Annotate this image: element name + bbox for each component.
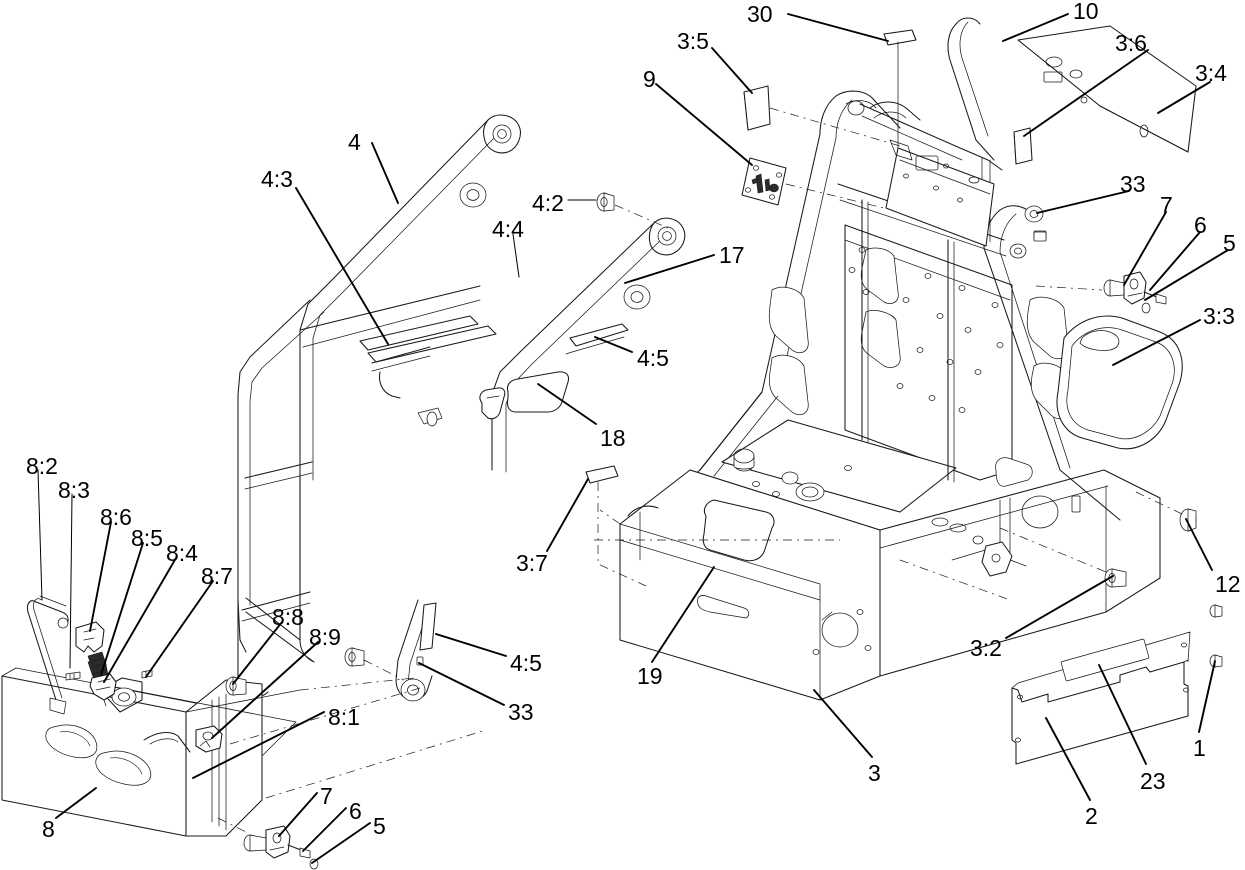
part-3-4-plate: [1017, 25, 1197, 153]
callout-8: 8: [42, 816, 55, 842]
part-8-8-bushing-b: [344, 647, 365, 667]
callout-8-8: 8:8: [272, 604, 304, 630]
callout-33-b: 33: [508, 699, 534, 725]
callout-19: 19: [637, 663, 663, 689]
console-panel: [885, 139, 995, 247]
callout-3-5: 3:5: [677, 28, 709, 54]
callout-23: 23: [1140, 768, 1166, 794]
callout-4: 4: [348, 129, 361, 155]
callout-5-b: 5: [373, 813, 386, 839]
part-4-2-bushing: [596, 192, 615, 212]
part-8-8-bushing-a: [225, 676, 247, 696]
part-6-washer-right: [1155, 293, 1167, 305]
arm-pin-detail: [371, 346, 443, 427]
part-19-panel: [702, 499, 775, 562]
loader-arm-assembly: [237, 114, 686, 702]
callout-8-7: 8:7: [201, 563, 233, 589]
main-frame-3: [585, 17, 1197, 701]
callout-3-6: 3:6: [1115, 30, 1147, 56]
part-8-6-bracket: [75, 621, 105, 653]
part-7-bracket-right: [1123, 271, 1147, 305]
callout-7-b: 7: [320, 783, 333, 809]
callout-5-a: 5: [1223, 230, 1236, 256]
part-8-9-clevis: [195, 725, 223, 753]
callout-4-5-b: 4:5: [510, 650, 542, 676]
part-1-screws: [1209, 604, 1223, 668]
callout-8-6: 8:6: [100, 504, 132, 530]
callout-4-5-a: 4:5: [637, 345, 669, 371]
part-7-bracket-left: [265, 825, 291, 859]
callout-7-a: 7: [1160, 192, 1173, 218]
callout-8-4: 8:4: [166, 540, 198, 566]
callout-4-2: 4:2: [532, 190, 564, 216]
part-23-opening: [1060, 638, 1150, 682]
callout-10: 10: [1073, 0, 1099, 24]
leader-lines: [37, 13, 1229, 864]
callout-4-4: 4:4: [492, 216, 524, 242]
callout-8-5: 8:5: [131, 525, 163, 551]
callout-6-a: 6: [1194, 212, 1207, 238]
callout-8-2: 8:2: [26, 453, 58, 479]
callout-9: 9: [643, 66, 656, 92]
callout-33-a: 33: [1120, 171, 1146, 197]
part-8-mount-plate: [1, 675, 187, 837]
callout-3-7: 3:7: [516, 550, 548, 576]
callout-6-b: 6: [349, 798, 362, 824]
mount-plate-assembly-8: [1, 595, 487, 870]
part-3-2-bushing: [1104, 568, 1127, 588]
part-4-5-pad-lower: [419, 602, 437, 651]
callout-8-1: 8:1: [328, 704, 360, 730]
callout-3-2: 3:2: [970, 635, 1002, 661]
part-9-decal: [741, 157, 787, 206]
part-4-5-pad-upper: [569, 323, 629, 347]
callout-4-3: 4:3: [261, 166, 293, 192]
callout-1: 1: [1193, 735, 1206, 761]
part-5-pin-left: [309, 858, 319, 870]
mount-lug-left: [99, 677, 143, 713]
part-30-tab: [883, 29, 917, 171]
right-chassis-rail: [879, 469, 1161, 677]
part-8-3-bolt: [65, 671, 81, 681]
part-10-handle: [947, 17, 995, 161]
callout-8-3: 8:3: [58, 477, 90, 503]
part-3-3-fender: [1056, 315, 1183, 450]
part-5-pin-right: [1141, 302, 1151, 314]
inner-handle: [869, 101, 921, 121]
part-8-2-handle: [26, 595, 69, 701]
callout-17: 17: [719, 242, 745, 268]
part-18-panel: [506, 371, 569, 413]
callout-18: 18: [600, 425, 626, 451]
callout-3-4: 3:4: [1195, 60, 1227, 86]
callout-3-3: 3:3: [1203, 303, 1235, 329]
callout-8-9: 8:9: [309, 624, 341, 650]
part-3-5-pad: [743, 85, 771, 131]
callout-2: 2: [1085, 803, 1098, 829]
part-12-cap: [1179, 508, 1197, 532]
callout-12: 12: [1215, 571, 1241, 597]
callout-30: 30: [747, 1, 773, 27]
callout-3: 3: [868, 760, 881, 786]
chassis-top-deck: [721, 419, 957, 513]
